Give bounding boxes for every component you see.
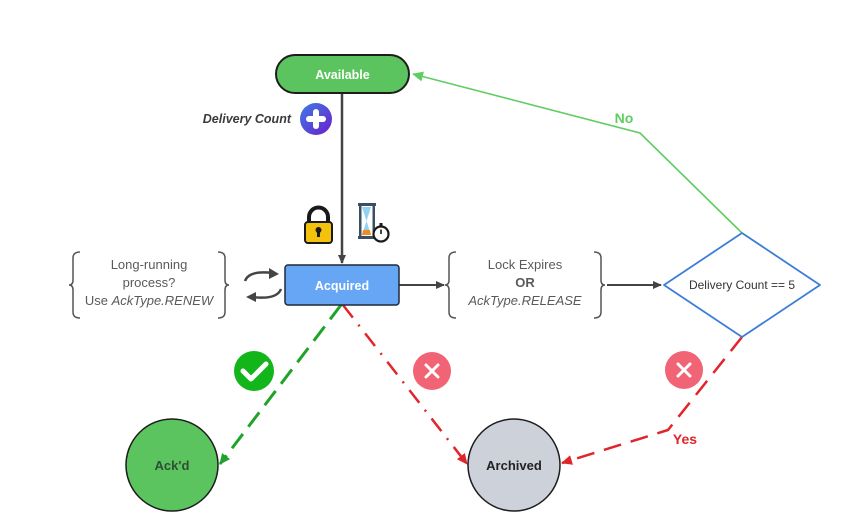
left-brace [444, 251, 457, 319]
edge-acquired-to-archived [342, 304, 468, 465]
right-brace [593, 251, 606, 319]
edge-acquired-to-ackd [218, 304, 343, 465]
check-circle-icon [234, 351, 274, 391]
plus-circle-icon [300, 103, 332, 135]
renew-note: Long-running process? Use AckType.RENEW [68, 251, 230, 319]
node-ackd-label: Ack'd [155, 458, 190, 473]
node-archived[interactable]: Archived [467, 418, 561, 512]
x-circle-icon [665, 351, 703, 389]
left-brace [68, 251, 81, 319]
edge-decision-yes-to-archived [561, 336, 743, 465]
svg-text:Use AckType.RENEW: Use AckType.RENEW [85, 293, 215, 308]
hourglass-stopwatch-icon [358, 203, 390, 243]
edge-label-yes: Yes [673, 431, 697, 447]
svg-text:OR: OR [515, 275, 535, 290]
right-brace [217, 251, 230, 319]
edge-decision-no-to-available [412, 71, 743, 234]
svg-text:Long-running: Long-running [111, 257, 188, 272]
x-circle-icon [413, 352, 451, 390]
delivery-count-label: Delivery Count [203, 112, 292, 126]
refresh-cycle-icon [243, 268, 283, 302]
svg-text:AckType.RELEASE: AckType.RELEASE [467, 293, 582, 308]
node-acquired-label: Acquired [315, 279, 369, 293]
padlock-icon [304, 205, 333, 244]
node-decision[interactable]: Delivery Count == 5 [663, 232, 821, 338]
node-acquired[interactable]: Acquired [284, 264, 400, 306]
node-decision-label: Delivery Count == 5 [689, 278, 795, 292]
node-available[interactable]: Available [275, 54, 410, 94]
node-available-label: Available [315, 68, 369, 82]
svg-text:process?: process? [123, 275, 176, 290]
node-archived-label: Archived [486, 458, 542, 473]
edge-label-no: No [615, 110, 634, 126]
svg-text:Lock Expires: Lock Expires [488, 257, 563, 272]
node-ackd[interactable]: Ack'd [125, 418, 219, 512]
release-note: Lock Expires OR AckType.RELEASE [444, 251, 606, 319]
